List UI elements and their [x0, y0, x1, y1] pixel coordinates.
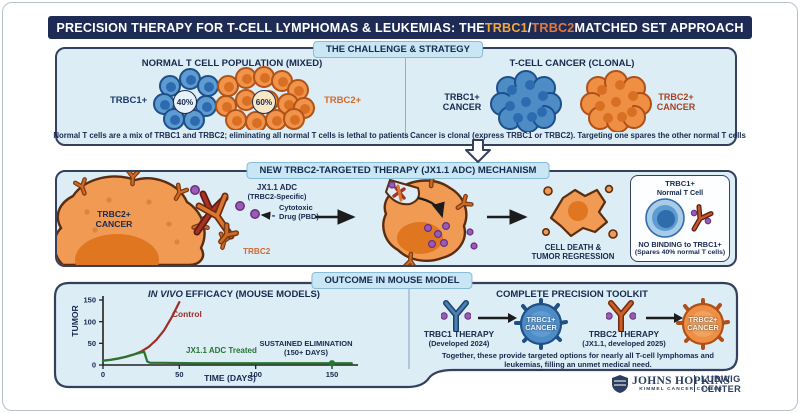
trbc1-antibody-icon	[441, 300, 471, 332]
toolkit-caption-1: Together, these provide targeted options…	[441, 351, 715, 360]
panel1-divider	[405, 54, 406, 138]
sustained-annotation-1: SUSTAINED ELIMINATION	[259, 339, 353, 348]
trbc2-cancer-cell-icon	[676, 298, 730, 350]
trbc2-tumor-cluster	[580, 70, 652, 132]
drug-label-1: Cytotoxic	[279, 203, 313, 212]
panel-outcome-shape	[53, 281, 739, 389]
toolkit-caption-2: leukemias, filling an unmet medical need…	[504, 360, 652, 369]
trbc1-plus-label: TRBC1+	[110, 95, 148, 106]
normal-tcell-icon	[645, 198, 714, 238]
chart-xlabel: TIME (DAYS)	[204, 373, 256, 383]
title-prefix: PRECISION THERAPY FOR T-CELL LYMPHOMAS &…	[56, 20, 485, 35]
trbc2-plus-label: TRBC2+	[324, 95, 362, 106]
title-slash: /	[527, 20, 532, 35]
section-label-outcome: OUTCOME IN MOUSE MODEL	[311, 272, 473, 289]
normal-tcell-caption: Normal T cells are a mix of TRBC1 and TR…	[53, 131, 409, 140]
footer-divider	[694, 375, 696, 392]
trbc1-tumor-cluster	[490, 70, 562, 132]
kimmel-cancer-center: KIMMEL CANCER CENTER	[639, 387, 723, 392]
target1-label: TRBC1+ CANCER	[525, 314, 557, 332]
title-bar: PRECISION THERAPY FOR T-CELL LYMPHOMAS &…	[48, 16, 752, 39]
trbc2-receptor-label: TRBC2	[243, 247, 271, 256]
toolkit-arrow-2	[646, 313, 683, 323]
svg-text:150: 150	[326, 370, 339, 379]
adc-sublabel: (TRBC2-Specific)	[247, 192, 307, 201]
control-series-label: Control	[172, 309, 202, 319]
treated-series-label: JX1.1 ADC Treated	[186, 346, 257, 355]
mechanism-art	[57, 172, 618, 265]
efficacy-chart: 0 50 100 150 0 50 100 150	[83, 296, 358, 379]
johns-hopkins-shield-icon	[612, 375, 628, 393]
trbc2-antibody-icon	[606, 300, 636, 332]
drug-label-2: Drug (PBD)	[279, 212, 319, 221]
trbc2-percent-badge: 60%	[252, 90, 276, 114]
toolkit-arrow-1	[478, 313, 517, 323]
tcell-cancer-title: T-CELL CANCER (CLONAL)	[509, 58, 635, 69]
title-trbc2: TRBC2	[531, 20, 575, 35]
toolkit-title: COMPLETE PRECISION TOOLKIT	[496, 289, 648, 300]
sustained-annotation-2: (150+ DAYS)	[283, 348, 329, 357]
title-trbc1: TRBC1	[484, 20, 528, 35]
johns-hopkins-logo: JOHNS HOPKINS KIMMEL CANCER CENTER	[632, 375, 730, 392]
no-binding-sub: (Spares 40% normal T cells)	[634, 249, 726, 256]
mech-cancer-label: TRBC2+ CANCER	[95, 209, 133, 229]
johns-hopkins-name: JOHNS HOPKINS	[632, 375, 731, 387]
trbc1-percent-badge: 40%	[173, 90, 197, 114]
trbc1-cancer-label: TRBC1+ CANCER	[442, 92, 482, 113]
ludwig-center-logo: LUDWIG CENTER	[701, 374, 742, 394]
adc-label: JX1.1 ADC	[256, 183, 298, 192]
therapy2-label: TRBC2 THERAPY (JX1.1, developed 2025)	[582, 329, 666, 348]
svg-text:100: 100	[249, 370, 262, 379]
nb-cell-line2: Normal T Cell	[656, 188, 704, 197]
panel-mechanism: TRBC2+ CANCER JX1.1 ADC (TRBC2-Specific)…	[55, 170, 737, 267]
trbc1-cancer-cell-icon	[514, 298, 568, 350]
svg-text:50: 50	[88, 339, 96, 348]
svg-text:0: 0	[92, 361, 96, 370]
svg-text:50: 50	[175, 370, 183, 379]
down-arrow-icon	[465, 139, 491, 163]
cell-death-label: CELL DEATH & TUMOR REGRESSION	[531, 243, 615, 261]
target2-label: TRBC2+ CANCER	[687, 314, 719, 332]
title-suffix: MATCHED SET APPROACH	[574, 20, 744, 35]
normal-tcell-title: NORMAL T CELL POPULATION (MIXED)	[141, 58, 323, 69]
svg-text:100: 100	[83, 317, 96, 326]
section-label-mechanism: NEW TRBC2-TARGETED THERAPY (JX1.1 ADC) M…	[246, 162, 550, 179]
efficacy-chart-title: IN VIVO EFFICACY (MOUSE MODELS)	[148, 289, 320, 300]
section-label-challenge: THE CHALLENGE & STRATEGY	[313, 41, 483, 58]
therapy1-label: TRBC1 THERAPY (Developed 2024)	[423, 329, 495, 348]
trbc2-cancer-label: TRBC2+ CANCER	[656, 92, 696, 113]
svg-text:0: 0	[101, 370, 105, 379]
svg-text:150: 150	[83, 296, 96, 305]
nb-cell-line1: TRBC1+	[665, 179, 695, 188]
tcell-cancer-caption: Cancer is clonal (express TRBC1 or TRBC2…	[410, 131, 746, 140]
no-binding-main: NO BINDING to TRBC1+	[638, 240, 722, 249]
no-binding-box: TRBC1+ Normal T Cell NO BINDING to TRBC1…	[630, 175, 730, 262]
